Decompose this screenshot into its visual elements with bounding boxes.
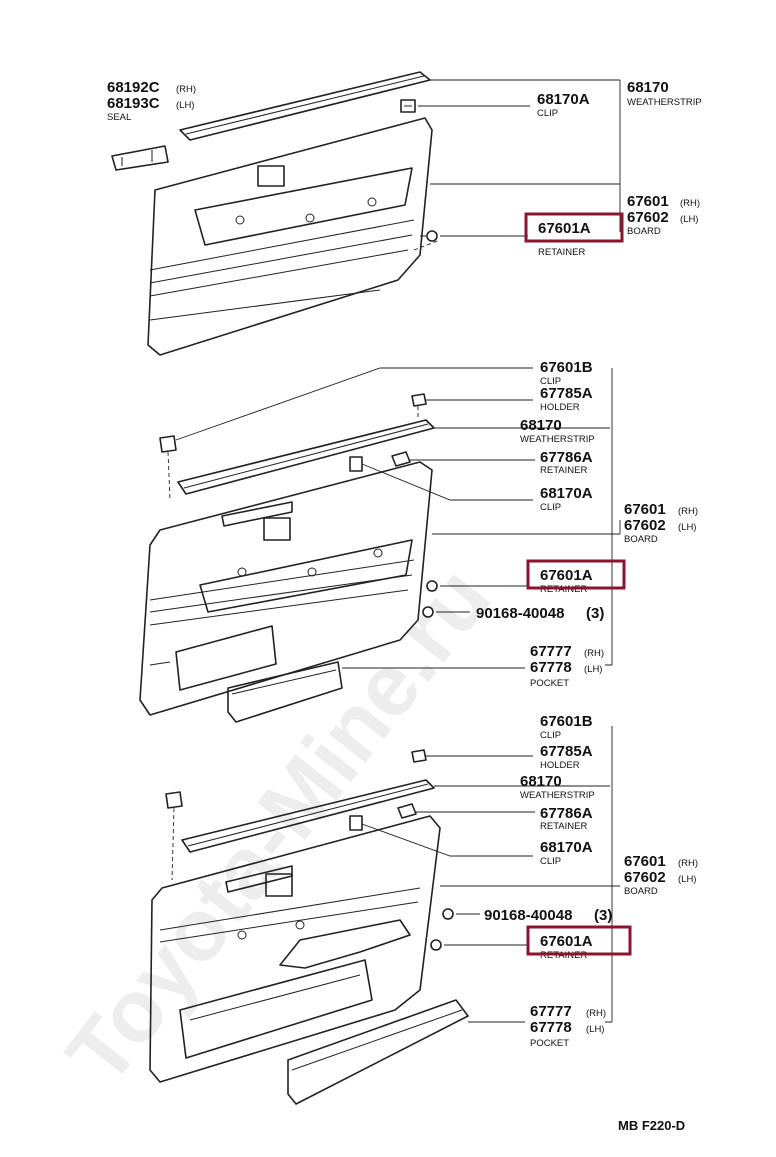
- pocket-part-2: [227, 661, 343, 723]
- holder-part-2: [411, 393, 427, 407]
- holder-number-3: 67785A: [540, 743, 593, 760]
- pocket-lh-suffix-2: (LH): [584, 664, 602, 675]
- pocket-label-2: POCKET: [530, 678, 569, 689]
- weatherstrip-label-2: WEATHERSTRIP: [520, 434, 595, 445]
- retainer-b-part-3: [397, 803, 417, 819]
- retainer-b-number-2: 67786A: [540, 449, 593, 466]
- screw-number-2: 90168-40048: [476, 605, 564, 622]
- clip-label-1: CLIP: [537, 108, 558, 119]
- watermark: Toyota-Mine.ru: [47, 549, 509, 1102]
- board-rh-number-1: 67601: [627, 193, 669, 210]
- retainer-b-label-2: RETAINER: [540, 465, 587, 476]
- pocket-lh-number-2: 67778: [530, 659, 572, 676]
- board-lh-number-1: 67602: [627, 209, 669, 226]
- clip-part-2: [349, 456, 363, 472]
- weatherstrip-part-3: [181, 779, 435, 853]
- board-label-1: BOARD: [627, 226, 661, 237]
- seal-label: SEAL: [107, 112, 131, 123]
- seal-part: [111, 145, 169, 171]
- pocket-rh-number-2: 67777: [530, 643, 572, 660]
- clip-label-2: CLIP: [540, 502, 561, 513]
- retainer-number-1: 67601A: [538, 220, 591, 237]
- diagram-code: MB F220-D: [618, 1118, 685, 1133]
- clip-number-2: 68170A: [540, 485, 593, 502]
- board-lh-suffix-2: (LH): [678, 522, 696, 533]
- clip-b-number-2: 67601B: [540, 359, 593, 376]
- seal-rh-number: 68192C: [107, 79, 160, 96]
- pocket-rh-suffix-2: (RH): [584, 648, 604, 659]
- pocket-rh-number-3: 67777: [530, 1003, 572, 1020]
- clip-number-3: 68170A: [540, 839, 593, 856]
- board-rh-suffix-2: (RH): [678, 506, 698, 517]
- board-lh-suffix-1: (LH): [680, 214, 698, 225]
- board-rh-suffix-1: (RH): [680, 198, 700, 209]
- clip-b-part-3: [165, 791, 183, 809]
- weatherstrip-part-1: [179, 71, 431, 141]
- clip-part-1: [400, 99, 416, 113]
- section-1-front-door: 68192C (RH) 68193C (LH) SEAL 68170 WEATH…: [107, 71, 702, 356]
- weatherstrip-label-3: WEATHERSTRIP: [520, 790, 595, 801]
- retainer-number-2: 67601A: [540, 567, 593, 584]
- pocket-part-3: [287, 999, 469, 1105]
- board-label-2: BOARD: [624, 534, 658, 545]
- seal-lh-number: 68193C: [107, 95, 160, 112]
- pocket-label-3: POCKET: [530, 1038, 569, 1049]
- weatherstrip-number-2: 68170: [520, 417, 562, 434]
- screw-part-3: [442, 908, 454, 920]
- board-rh-number-3: 67601: [624, 853, 666, 870]
- pocket-lh-number-3: 67778: [530, 1019, 572, 1036]
- screw-number-3: 90168-40048: [484, 907, 572, 924]
- section-3-rear-door: 67601B CLIP 67785A HOLDER 68170 WEATHERS…: [149, 713, 698, 1105]
- highlight-box-3: [526, 925, 632, 956]
- clip-b-label-2: CLIP: [540, 376, 561, 387]
- board-lh-number-2: 67602: [624, 517, 666, 534]
- screw-qty-2: (3): [586, 605, 604, 622]
- clip-b-part-2: [159, 435, 177, 453]
- highlight-box-2: [526, 559, 626, 590]
- section-2-rear-door: 67601B CLIP 67785A HOLDER 68170 WEATHERS…: [139, 359, 698, 723]
- clip-part-3: [349, 815, 363, 831]
- board-rh-number-2: 67601: [624, 501, 666, 518]
- weatherstrip-label-1: WEATHERSTRIP: [627, 97, 702, 108]
- retainer-part-3: [430, 939, 442, 951]
- holder-label-3: HOLDER: [540, 760, 580, 771]
- retainer-b-number-3: 67786A: [540, 805, 593, 822]
- board-lh-number-3: 67602: [624, 869, 666, 886]
- retainer-number-3: 67601A: [540, 933, 593, 950]
- clip-b-number-3: 67601B: [540, 713, 593, 730]
- board-lh-suffix-3: (LH): [678, 874, 696, 885]
- retainer-part-2: [426, 580, 438, 592]
- seal-rh-suffix: (RH): [176, 84, 196, 95]
- retainer-part-1: [420, 230, 438, 242]
- clip-label-3: CLIP: [540, 856, 561, 867]
- door-board-3: [149, 815, 441, 1083]
- clip-number-1: 68170A: [537, 91, 590, 108]
- pocket-lh-suffix-3: (LH): [586, 1024, 604, 1035]
- holder-number-2: 67785A: [540, 385, 593, 402]
- door-board-1: [147, 117, 433, 356]
- weatherstrip-part-2: [177, 419, 435, 495]
- retainer-b-label-3: RETAINER: [540, 821, 587, 832]
- seal-lh-suffix: (LH): [176, 100, 194, 111]
- holder-label-2: HOLDER: [540, 402, 580, 413]
- pocket-rh-suffix-3: (RH): [586, 1008, 606, 1019]
- weatherstrip-number-3: 68170: [520, 773, 562, 790]
- highlight-box-1: [524, 212, 624, 243]
- holder-part-3: [411, 749, 427, 763]
- board-label-3: BOARD: [624, 886, 658, 897]
- retainer-b-part-2: [391, 451, 411, 467]
- board-rh-suffix-3: (RH): [678, 858, 698, 869]
- weatherstrip-number-1: 68170: [627, 79, 669, 96]
- clip-b-label-3: CLIP: [540, 730, 561, 741]
- screw-part-2: [422, 606, 434, 618]
- screw-qty-3: (3): [594, 907, 612, 924]
- door-board-2: [139, 461, 433, 716]
- retainer-label-1: RETAINER: [538, 247, 585, 258]
